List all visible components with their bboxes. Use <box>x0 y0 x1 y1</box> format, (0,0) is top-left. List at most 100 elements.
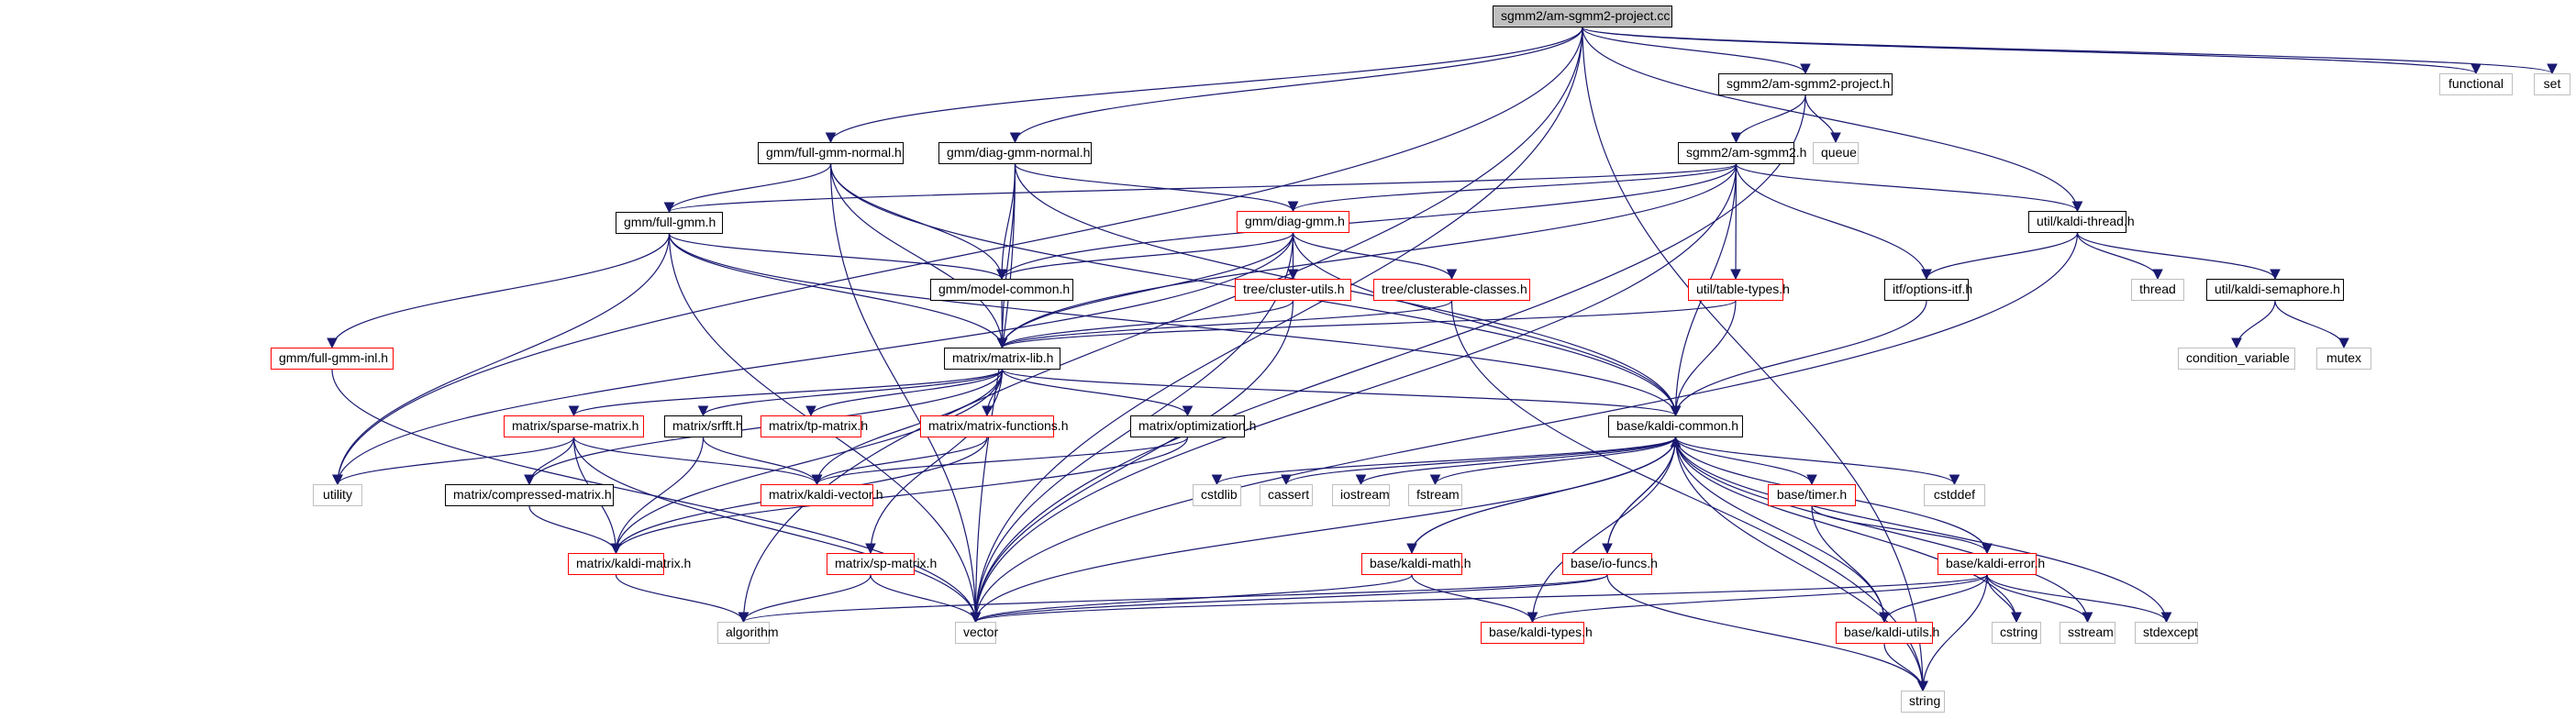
node-diag-gmm-h[interactable]: gmm/diag-gmm.h <box>1237 211 1349 233</box>
edge-diag_gmm-to-utility <box>337 232 1294 485</box>
node-timer-h[interactable]: base/timer.h <box>1768 484 1856 506</box>
edge-kaldi_error-to-kaldi_types <box>1531 574 1988 623</box>
arrowhead-icon <box>1730 269 1741 281</box>
edge-matrix_lib-to-srfft <box>702 369 1004 416</box>
node-algorithm: algorithm <box>717 622 779 644</box>
edge-kaldi_thread-to-kaldi_semaphore <box>2076 232 2276 280</box>
arrowhead-icon <box>1921 269 1932 281</box>
edge-kaldi_semaphore-to-condition_variable <box>2236 300 2276 348</box>
edge-am_sgmm2_project_h-to-queue <box>1804 94 1837 143</box>
edge-matrix_lib-to-kaldi_vector <box>816 369 1004 485</box>
arrowhead-icon <box>1429 474 1441 486</box>
arrowhead-icon <box>805 405 816 417</box>
arrowhead-icon <box>1670 405 1682 417</box>
edge-kaldi_common-to-fstream <box>1434 437 1677 485</box>
edge-matrix_lib-to-sp_matrix <box>870 369 1004 554</box>
node-am-sgmm2-h[interactable]: sgmm2/am-sgmm2.h <box>1678 142 1806 164</box>
arrowhead-icon <box>1800 63 1811 75</box>
node-srfft-h[interactable]: matrix/srfft.h <box>664 415 743 437</box>
edge-diag_gmm_normal-to-diag_gmm <box>1014 163 1294 212</box>
edge-kaldi_common-to-string <box>1674 437 1924 691</box>
node-kaldi-utils-h[interactable]: base/kaldi-utils.h <box>1836 622 1939 644</box>
node-matrix-functions-h[interactable]: matrix/matrix-functions.h <box>920 415 1068 437</box>
arrowhead-icon <box>697 405 709 417</box>
node-io-funcs-h[interactable]: base/io-funcs.h <box>1562 553 1658 575</box>
node-clusterable-classes-h[interactable]: tree/clusterable-classes.h <box>1373 279 1530 301</box>
edge-root-to-am_sgmm2_project_h <box>1582 27 1806 74</box>
edge-full_gmm-to-matrix_lib <box>668 233 1004 348</box>
edge-compressed_matrix-to-kaldi_matrix <box>528 505 617 554</box>
edge-clusterable_classes-to-matrix_lib <box>1001 300 1453 348</box>
node-sp-matrix-h[interactable]: matrix/sp-matrix.h <box>827 553 937 575</box>
node-full-gmm-inl-h[interactable]: gmm/full-gmm-inl.h <box>271 348 394 370</box>
edge-io_funcs-to-vector <box>974 574 1608 623</box>
edge-matrix_lib-to-sparse_matrix <box>572 369 1004 416</box>
node-tp-matrix-h[interactable]: matrix/tp-matrix.h <box>761 415 868 437</box>
node-model-common-h[interactable]: gmm/model-common.h <box>930 279 1073 301</box>
edge-kaldi_error-to-string <box>1922 574 1988 691</box>
node-table-types-h[interactable]: util/table-types.h <box>1688 279 1790 301</box>
edge-sparse_matrix-to-utility <box>337 437 575 485</box>
node-kaldi-matrix-h[interactable]: matrix/kaldi-matrix.h <box>568 553 691 575</box>
edge-kaldi_common-to-cstdlib <box>1216 437 1677 485</box>
edge-matrix_lib-to-optimization <box>1001 369 1189 416</box>
edge-root-to-vector <box>974 27 1583 623</box>
edge-table_types-to-kaldi_common <box>1674 300 1737 416</box>
node-compressed-matrix-h[interactable]: matrix/compressed-matrix.h <box>445 484 614 506</box>
node-cstdlib: cstdlib <box>1193 484 1241 506</box>
arrowhead-icon <box>2231 337 2242 349</box>
arrowhead-icon <box>2071 201 2083 213</box>
edge-kaldi_common-to-timer <box>1674 437 1813 485</box>
edge-optimization-to-kaldi_matrix <box>615 437 1189 554</box>
node-kaldi-math-h[interactable]: base/kaldi-math.h <box>1361 553 1471 575</box>
arrowhead-icon <box>1670 436 1682 448</box>
edge-full_gmm_normal-to-full_gmm <box>668 163 832 213</box>
arrowhead-icon <box>996 337 1008 349</box>
node-stdexcept: stdexcept <box>2135 622 2198 644</box>
edge-sparse_matrix-to-kaldi_vector <box>572 437 818 485</box>
arrowhead-icon <box>811 474 823 486</box>
edge-kaldi_common-to-cstddef <box>1674 437 1956 485</box>
node-sparse-matrix-h[interactable]: matrix/sparse-matrix.h <box>504 415 644 437</box>
edge-optimization-to-kaldi_vector <box>816 437 1189 485</box>
node-vector: vector <box>955 622 998 644</box>
arrowhead-icon <box>1406 543 1417 555</box>
edge-diag_gmm_normal-to-vector <box>974 163 1016 623</box>
node-full-gmm-normal-h[interactable]: gmm/full-gmm-normal.h <box>758 142 904 164</box>
node-kaldi-common-h[interactable]: base/kaldi-common.h <box>1608 415 1743 437</box>
node-kaldi-error-h[interactable]: base/kaldi-error.h <box>1938 553 2045 575</box>
node-kaldi-vector-h[interactable]: matrix/kaldi-vector.h <box>761 484 883 506</box>
node-condition-variable: condition_variable <box>2178 348 2295 370</box>
edge-matrix_lib-to-kaldi_common <box>1001 369 1677 416</box>
node-queue: queue <box>1813 142 1859 164</box>
node-kaldi-thread-h[interactable]: util/kaldi-thread.h <box>2028 211 2135 233</box>
node-full-gmm-h[interactable]: gmm/full-gmm.h <box>616 212 723 234</box>
edge-kaldi_thread-to-options_itf <box>1926 232 2079 280</box>
edge-diag_gmm-to-clusterable_classes <box>1292 232 1453 280</box>
edge-kaldi_thread-to-vector <box>974 232 2079 623</box>
node-thread: thread <box>2131 279 2184 301</box>
edge-full_gmm_normal-to-model_common <box>829 163 1003 280</box>
edge-root-to-full_gmm_normal <box>829 27 1583 143</box>
node-am-sgmm2-project-h[interactable]: sgmm2/am-sgmm2-project.h <box>1718 73 1893 95</box>
node-cstddef: cstddef <box>1924 484 1985 506</box>
edge-matrix_lib-to-tp_matrix <box>810 369 1004 416</box>
node-kaldi-types-h[interactable]: base/kaldi-types.h <box>1481 622 1593 644</box>
node-string: string <box>1901 691 1945 713</box>
node-options-itf-h[interactable]: itf/options-itf.h <box>1884 279 1972 301</box>
node-matrix-lib-h[interactable]: matrix/matrix-lib.h <box>944 348 1060 370</box>
node-kaldi-semaphore-h[interactable]: util/kaldi-semaphore.h <box>2206 279 2344 301</box>
node-utility: utility <box>313 484 362 506</box>
node-iostream: iostream <box>1332 484 1390 506</box>
arrowhead-icon <box>1281 474 1292 486</box>
node-optimization-h[interactable]: matrix/optimization.h <box>1130 415 1256 437</box>
node-cluster-utils-h[interactable]: tree/cluster-utils.h <box>1235 279 1351 301</box>
arrowhead-icon <box>1982 543 1993 555</box>
node-diag-gmm-normal-h[interactable]: gmm/diag-gmm-normal.h <box>938 142 1092 164</box>
edge-am_sgmm2-to-diag_gmm <box>1292 163 1738 212</box>
node-root-file[interactable]: sgmm2/am-sgmm2-project.cc <box>1493 6 1672 28</box>
arrowhead-icon <box>610 543 622 555</box>
edge-kaldi_semaphore-to-mutex <box>2274 300 2345 348</box>
edge-root-to-algorithm <box>742 27 1583 623</box>
arrowhead-icon <box>2338 337 2349 349</box>
